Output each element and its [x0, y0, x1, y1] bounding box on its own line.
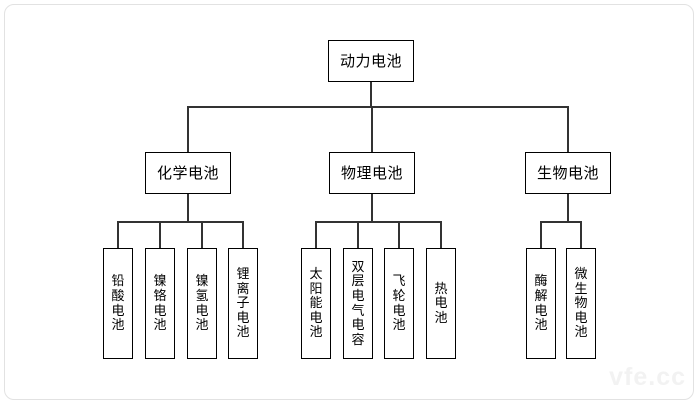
node-label: 热电池	[434, 280, 448, 325]
connector-chemical-stem	[187, 194, 189, 222]
node-label: 锂离子电池	[236, 266, 250, 340]
node-label: 双层电气电容	[351, 258, 365, 347]
node-label: 飞轮电池	[392, 273, 406, 333]
connector-leaf-drop	[117, 221, 119, 248]
connector-level2-bus	[188, 106, 569, 108]
connector-chemical-leaf-bus	[117, 221, 244, 223]
node-solar-battery[interactable]: 太阳能电池	[301, 248, 331, 359]
connector-leaf-drop	[580, 221, 582, 248]
connector-leaf-drop	[357, 221, 359, 248]
node-label: 物理电池	[340, 164, 403, 182]
connector-leaf-drop	[540, 221, 542, 248]
node-label: 酶解电池	[534, 273, 548, 333]
node-label: 镍氢电池	[195, 273, 209, 333]
node-label: 太阳能电池	[309, 266, 323, 340]
node-double-layer-capacitor[interactable]: 双层电气电容	[343, 248, 373, 359]
connector-leaf-drop	[201, 221, 203, 248]
node-physical-battery[interactable]: 物理电池	[329, 152, 415, 194]
node-label: 铅酸电池	[111, 273, 125, 333]
node-enzymatic-battery[interactable]: 酶解电池	[526, 248, 556, 359]
node-nickel-metal-hydride-battery[interactable]: 镍氢电池	[187, 248, 217, 359]
node-label: 动力电池	[339, 52, 402, 70]
connector-physical-leaf-bus	[315, 221, 442, 223]
connector-leaf-drop	[315, 221, 317, 248]
node-label: 镍铬电池	[153, 273, 167, 333]
connector-leaf-drop	[440, 221, 442, 248]
connector-leaf-drop	[242, 221, 244, 248]
connector-drop-physical	[371, 106, 373, 152]
node-label: 生物电池	[536, 164, 599, 182]
connector-biological-leaf-bus	[540, 221, 581, 223]
node-flywheel-battery[interactable]: 飞轮电池	[384, 248, 414, 359]
watermark-text: vfe.cc	[609, 363, 686, 391]
connector-leaf-drop	[398, 221, 400, 248]
node-thermal-battery[interactable]: 热电池	[426, 248, 456, 359]
node-biological-battery[interactable]: 生物电池	[525, 152, 611, 194]
node-label: 微生物电池	[574, 266, 588, 340]
node-chemical-battery[interactable]: 化学电池	[145, 152, 231, 194]
node-microbial-battery[interactable]: 微生物电池	[566, 248, 596, 359]
node-lithium-ion-battery[interactable]: 锂离子电池	[228, 248, 258, 359]
connector-leaf-drop	[159, 221, 161, 248]
node-root-power-battery[interactable]: 动力电池	[328, 40, 414, 82]
connector-root-stem	[370, 82, 372, 107]
node-nickel-cadmium-battery[interactable]: 镍铬电池	[145, 248, 175, 359]
connector-physical-stem	[371, 194, 373, 222]
connector-biological-stem	[567, 194, 569, 222]
node-label: 化学电池	[156, 164, 219, 182]
connector-drop-chemical	[187, 106, 189, 152]
node-lead-acid-battery[interactable]: 铅酸电池	[103, 248, 133, 359]
connector-drop-biological	[567, 106, 569, 152]
